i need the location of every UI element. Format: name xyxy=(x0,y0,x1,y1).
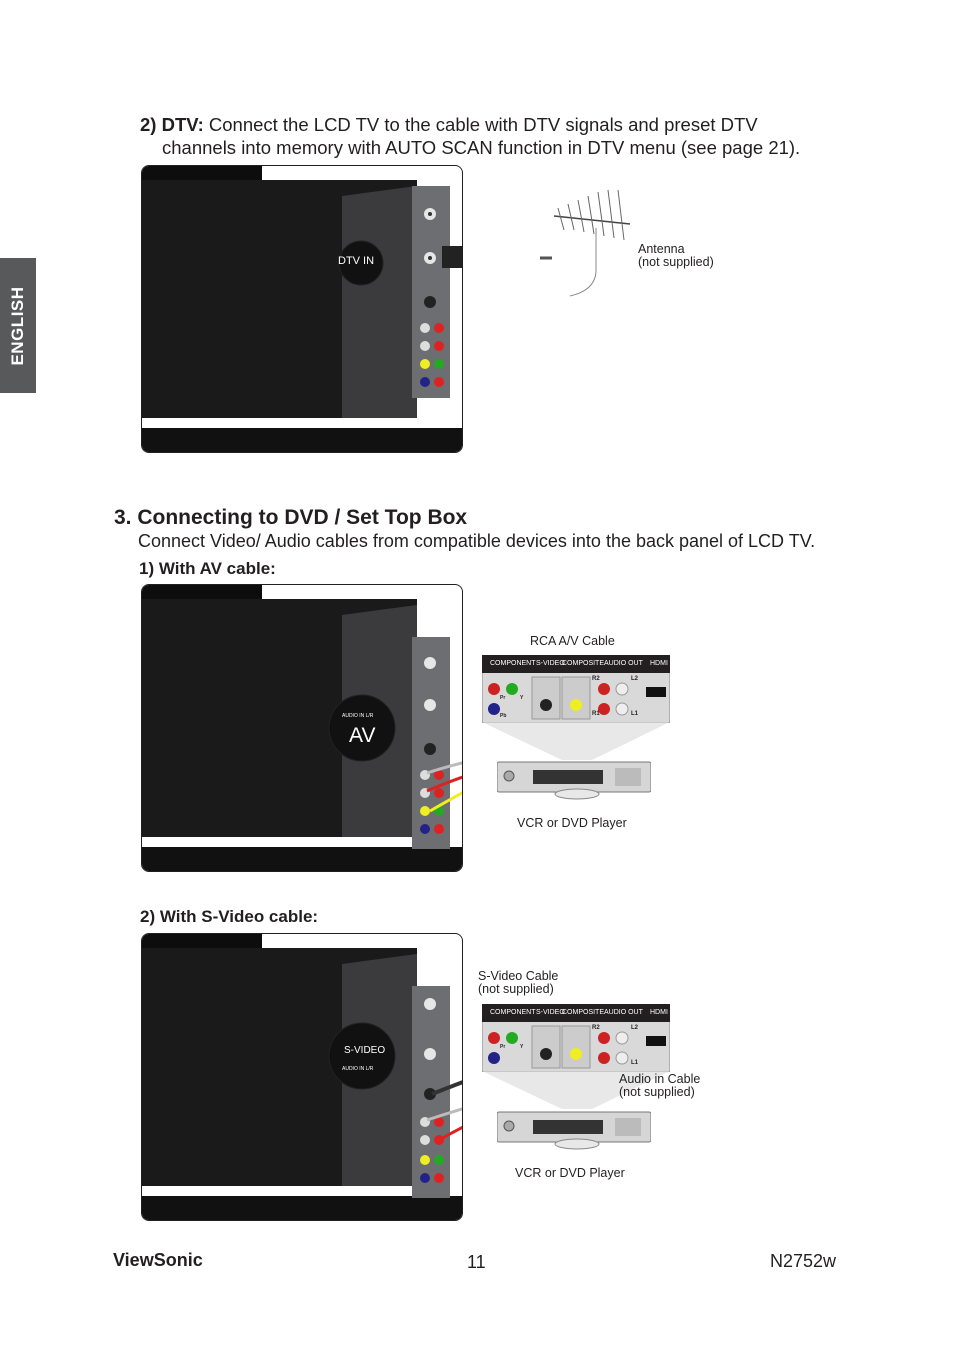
r2-label: R2 xyxy=(592,676,600,682)
svideo-audio-in-label: AUDIO IN L/R xyxy=(342,1066,374,1072)
l1-label: L1 xyxy=(631,711,639,717)
r1-label: R1 xyxy=(592,711,600,717)
hdmi-label: HDMI xyxy=(650,660,668,667)
audio-in-cable-label-line1: Audio in Cable xyxy=(619,1072,701,1086)
av-figure xyxy=(141,584,463,872)
footer-brand: ViewSonic xyxy=(113,1250,203,1270)
audio-in-cable-label-line2: (not supplied) xyxy=(619,1085,695,1099)
audio-out-label-2: AUDIO OUT xyxy=(604,1009,643,1016)
composite-label-2: COMPOSITE xyxy=(562,1009,605,1016)
dtv-label: 2) DTV: xyxy=(140,114,204,135)
svideo-cable-funnel xyxy=(482,1071,670,1109)
av-player-icon xyxy=(497,761,651,800)
dtv-figure xyxy=(141,165,463,453)
av-heading: 1) With AV cable: xyxy=(139,559,276,578)
av-device-panel: COMPONENT S-VIDEO COMPOSITE AUDIO OUT HD… xyxy=(481,654,671,724)
av-cable-funnel xyxy=(482,722,670,760)
svideo-device-label: VCR or DVD Player xyxy=(515,1166,625,1180)
dtv-text-line1: Connect the LCD TV to the cable with DTV… xyxy=(208,114,758,135)
dtv-instruction: 2) DTV: Connect the LCD TV to the cable … xyxy=(140,113,860,159)
footer-model: N2752w xyxy=(770,1251,837,1271)
antenna-icon xyxy=(540,190,631,297)
audio-out-label: AUDIO OUT xyxy=(604,660,643,667)
svideo-port-label-2: S-VIDEO xyxy=(536,1009,565,1016)
svideo-heading: 2) With S-Video cable: xyxy=(140,907,319,926)
page-number: 11 xyxy=(467,1252,486,1272)
component-label: COMPONENT xyxy=(490,660,536,667)
component-label-2: COMPONENT xyxy=(490,1009,536,1016)
av-audio-in-label: AUDIO IN L/R xyxy=(342,713,374,719)
svideo-player-icon xyxy=(497,1111,651,1150)
y-label: Y xyxy=(520,695,524,701)
svideo-device-panel: COMPONENT S-VIDEO COMPOSITE AUDIO OUT HD… xyxy=(481,1003,671,1073)
dtv-text-line2: channels into memory with AUTO SCAN func… xyxy=(162,137,801,158)
svideo-cable-label-line2: (not supplied) xyxy=(478,982,554,996)
l2-label-2: L2 xyxy=(631,1025,639,1031)
y-label-2: Y xyxy=(520,1044,524,1050)
svideo-cable-label-line1: S-Video Cable xyxy=(478,969,559,983)
l1-label-2: L1 xyxy=(631,1060,639,1066)
tv-back-av-illustration xyxy=(142,585,462,871)
language-tab: ENGLISH xyxy=(0,258,36,393)
section-title: 3. Connecting to DVD / Set Top Box xyxy=(114,506,468,529)
audio-in-cable-label: Audio in Cable (not supplied) xyxy=(619,1073,700,1099)
tv-back-dtv-illustration xyxy=(142,166,462,452)
antenna-label-line1: Antenna xyxy=(638,242,685,256)
l2-label: L2 xyxy=(631,676,639,682)
svideo-callout: S-VIDEO xyxy=(344,1045,386,1056)
rca-cable-label: RCA A/V Cable xyxy=(530,634,615,648)
r2-label-2: R2 xyxy=(592,1025,600,1031)
pb-label: Pb xyxy=(500,713,507,719)
av-device-label: VCR or DVD Player xyxy=(517,816,627,830)
dtv-in-callout: DTV IN xyxy=(338,255,375,267)
av-callout: AV xyxy=(349,724,376,747)
device-connector-panel-2 xyxy=(481,1003,671,1073)
svideo-port-label: S-VIDEO xyxy=(536,660,565,667)
tv-back-svideo-illustration xyxy=(142,934,462,1220)
svideo-figure xyxy=(141,933,463,1221)
pr-label-2: Pr xyxy=(500,1044,506,1050)
pr-label: Pr xyxy=(500,695,506,701)
svideo-cable-label: S-Video Cable (not supplied) xyxy=(478,970,558,996)
language-tab-label: ENGLISH xyxy=(8,285,27,366)
device-connector-panel xyxy=(481,654,671,724)
antenna-label: Antenna (not supplied) xyxy=(638,243,714,269)
section-description: Connect Video/ Audio cables from compati… xyxy=(138,531,816,551)
hdmi-label-2: HDMI xyxy=(650,1009,668,1016)
composite-label: COMPOSITE xyxy=(562,660,605,667)
antenna-label-line2: (not supplied) xyxy=(638,255,714,269)
